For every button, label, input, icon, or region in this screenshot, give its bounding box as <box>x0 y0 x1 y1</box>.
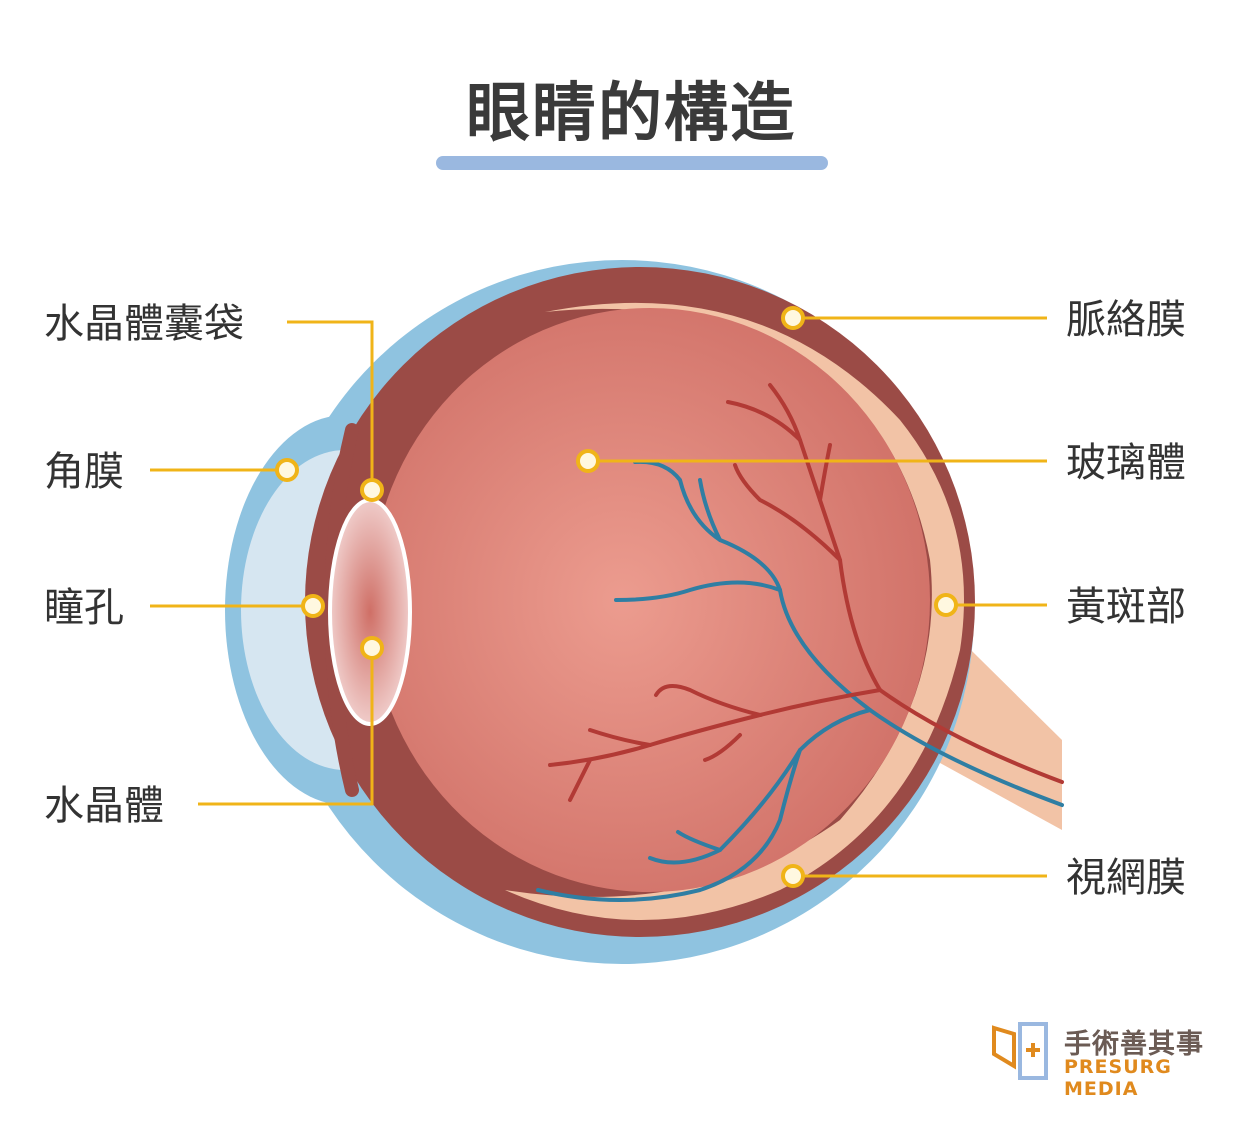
dot-capsule <box>360 478 384 502</box>
label-lens-capsule: 水晶體囊袋 <box>44 301 244 347</box>
dot-macula <box>934 593 958 617</box>
dot-retina <box>781 864 805 888</box>
label-pupil: 瞳孔 <box>44 585 124 631</box>
page-title: 眼睛的構造 <box>466 77 796 151</box>
title-underline <box>436 156 828 170</box>
artery-branch-3 <box>818 443 832 502</box>
dot-vitreous <box>576 449 600 473</box>
artery-branch-7 <box>568 758 592 802</box>
label-macula: 黃斑部 <box>1066 584 1186 630</box>
vein-branch-5 <box>676 830 722 852</box>
vein-branch-3 <box>648 708 872 865</box>
vein-branch-1 <box>614 580 782 602</box>
leader-lens <box>198 648 374 806</box>
label-cornea: 角膜 <box>44 449 124 495</box>
dot-lens <box>360 636 384 660</box>
artery-branch-8 <box>703 733 742 762</box>
dot-choroid <box>781 306 805 330</box>
label-vitreous: 玻璃體 <box>1066 440 1186 486</box>
artery-branch-1 <box>726 400 802 442</box>
logo-english-text: PRESURG MEDIA <box>1064 1056 1172 1100</box>
dot-cornea <box>275 458 299 482</box>
artery-branch-6 <box>588 728 652 747</box>
lens-shape <box>328 498 412 726</box>
logo-chinese-text: 手術善其事 <box>1064 1029 1204 1060</box>
label-retina: 視網膜 <box>1066 855 1186 901</box>
artery-branch-2 <box>733 463 842 562</box>
dot-pupil <box>301 594 325 618</box>
label-lens: 水晶體 <box>44 783 164 829</box>
vein-branch-2 <box>698 478 722 542</box>
logo-icon <box>992 1022 1048 1080</box>
artery-branch-4 <box>548 688 882 767</box>
leader-capsule <box>287 320 374 490</box>
label-choroid: 脈絡膜 <box>1066 297 1186 343</box>
vein-branch-4 <box>536 748 802 902</box>
artery-branch-5 <box>654 684 762 717</box>
